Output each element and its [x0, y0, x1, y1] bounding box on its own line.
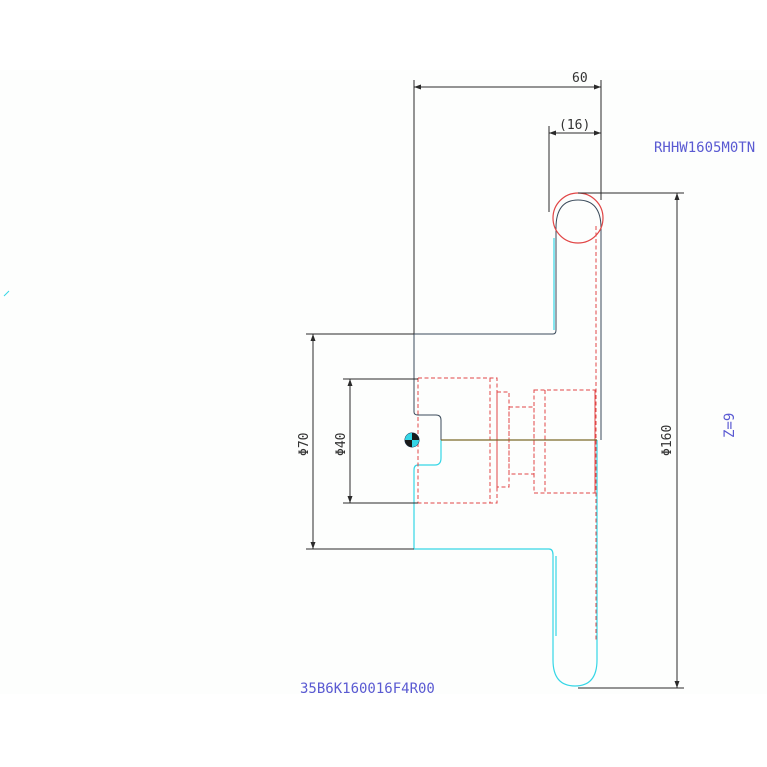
dimension-dia160-text: Φ160	[660, 425, 675, 456]
dimension-dia40: Φ40	[334, 378, 418, 504]
tool-code-label: 35B6K160016F4R00	[300, 681, 435, 697]
drawing-area	[0, 70, 767, 694]
dimension-60: 60	[413, 71, 602, 334]
stray-mark	[3, 290, 10, 297]
dimension-16: (16)	[548, 118, 601, 212]
dimension-dia160: Φ160	[578, 193, 684, 689]
upper-body-outline	[414, 199, 602, 440]
teeth-count-label: Z=9	[722, 413, 738, 438]
dimension-dia70-text: Φ70	[297, 433, 312, 456]
lower-body-outline	[413, 440, 598, 687]
bore-upper-step	[413, 334, 442, 440]
center-mark-icon	[404, 432, 420, 448]
dimension-60-text: 60	[572, 71, 588, 86]
dimension-dia70: Φ70	[297, 333, 414, 550]
dimension-dia40-text: Φ40	[334, 433, 349, 456]
insert-code-label: RHHW1605M0TN	[654, 140, 755, 156]
dimension-16-text: (16)	[559, 118, 590, 133]
